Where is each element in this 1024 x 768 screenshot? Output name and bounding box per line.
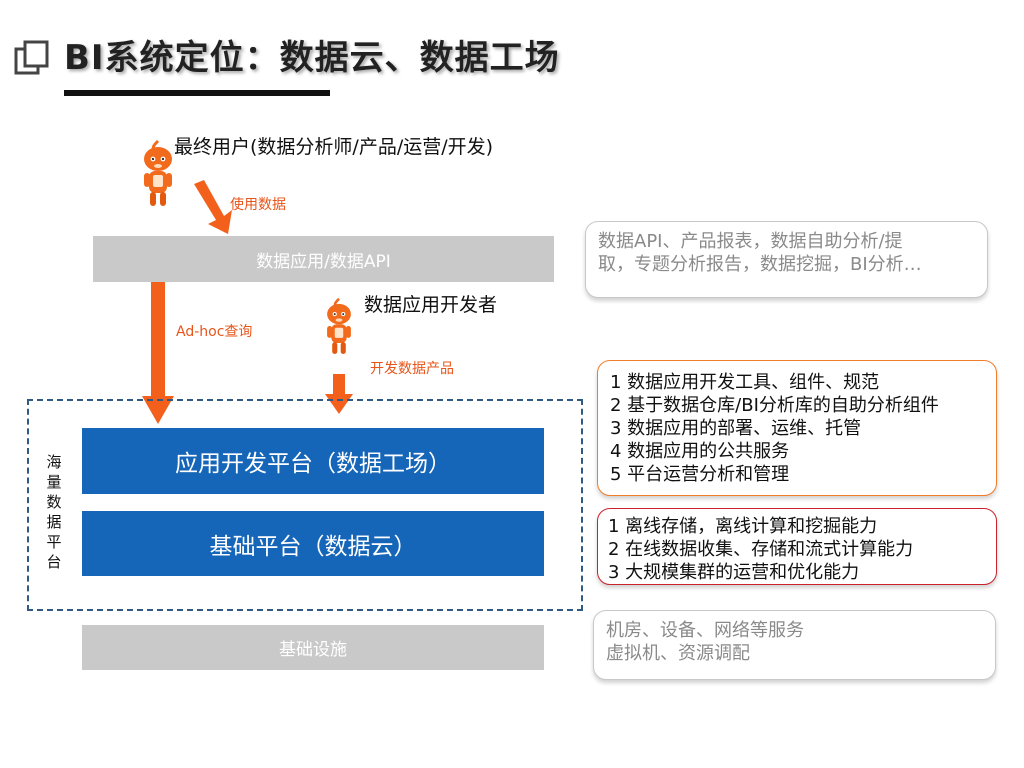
developer-label: 数据应用开发者	[364, 294, 498, 316]
note-line: 3 数据应用的部署、运维、托管	[610, 418, 862, 439]
mascot-icon	[144, 139, 172, 206]
note-line: 1 数据应用开发工具、组件、规范	[610, 372, 880, 393]
base-platform-layer: 基础平台（数据云）	[82, 511, 544, 576]
vertical-char: 量	[46, 473, 62, 491]
note-line: 机房、设备、网络等服务	[606, 620, 804, 641]
data-app-layer: 数据应用/数据API	[93, 236, 554, 282]
app-platform-label: 应用开发平台（数据工场）	[175, 451, 451, 477]
copy-icon	[14, 40, 49, 75]
massive-platform-label: 海 量 数 据 平 台	[44, 452, 64, 572]
end-user-label: 最终用户(数据分析师/产品/运营/开发)	[174, 136, 494, 158]
infrastructure-layer: 基础设施	[82, 625, 544, 670]
arrow-down-icon	[194, 180, 232, 234]
app-platform-layer: 应用开发平台（数据工场）	[82, 428, 544, 494]
data-app-note: 数据API、产品报表，数据自助分析/提 取，专题分析报告，数据挖掘，BI分析…	[585, 221, 988, 298]
note-line: 虚拟机、资源调配	[606, 643, 750, 664]
vertical-char: 台	[46, 553, 62, 571]
note-line: 2 在线数据收集、存储和流式计算能力	[608, 539, 914, 560]
vertical-char: 数	[46, 493, 62, 511]
infrastructure-label: 基础设施	[279, 640, 347, 660]
note-line: 4 数据应用的公共服务	[610, 441, 790, 462]
massive-data-platform	[27, 399, 583, 611]
adhoc-label: Ad-hoc查询	[176, 324, 253, 340]
mascot-icon	[327, 297, 351, 355]
note-line: 数据API、产品报表，数据自助分析/提	[598, 231, 903, 252]
vertical-char: 据	[46, 513, 62, 531]
use-data-label: 使用数据	[230, 197, 286, 213]
note-line: 3 大规模集群的运营和优化能力	[608, 562, 860, 583]
vertical-char: 平	[46, 533, 62, 551]
arrow-down-icon	[142, 282, 174, 424]
dev-product-label: 开发数据产品	[370, 361, 454, 377]
base-platform-label: 基础平台（数据云）	[209, 533, 417, 560]
note-line: 5 平台运营分析和管理	[610, 464, 790, 485]
page-title: BI系统定位：数据云、数据工场	[64, 38, 560, 78]
note-line: 1 离线存储，离线计算和挖掘能力	[608, 516, 878, 537]
note-line: 取，专题分析报告，数据挖掘，BI分析…	[598, 254, 922, 275]
app-platform-note: 1 数据应用开发工具、组件、规范 2 基于数据仓库/BI分析库的自助分析组件 3…	[597, 360, 997, 496]
data-app-label: 数据应用/数据API	[256, 251, 391, 272]
title-underline	[64, 90, 330, 96]
infrastructure-note: 机房、设备、网络等服务 虚拟机、资源调配	[593, 610, 996, 680]
note-line: 2 基于数据仓库/BI分析库的自助分析组件	[610, 395, 939, 416]
base-platform-note: 1 离线存储，离线计算和挖掘能力 2 在线数据收集、存储和流式计算能力 3 大规…	[597, 508, 997, 585]
vertical-char: 海	[46, 453, 62, 471]
